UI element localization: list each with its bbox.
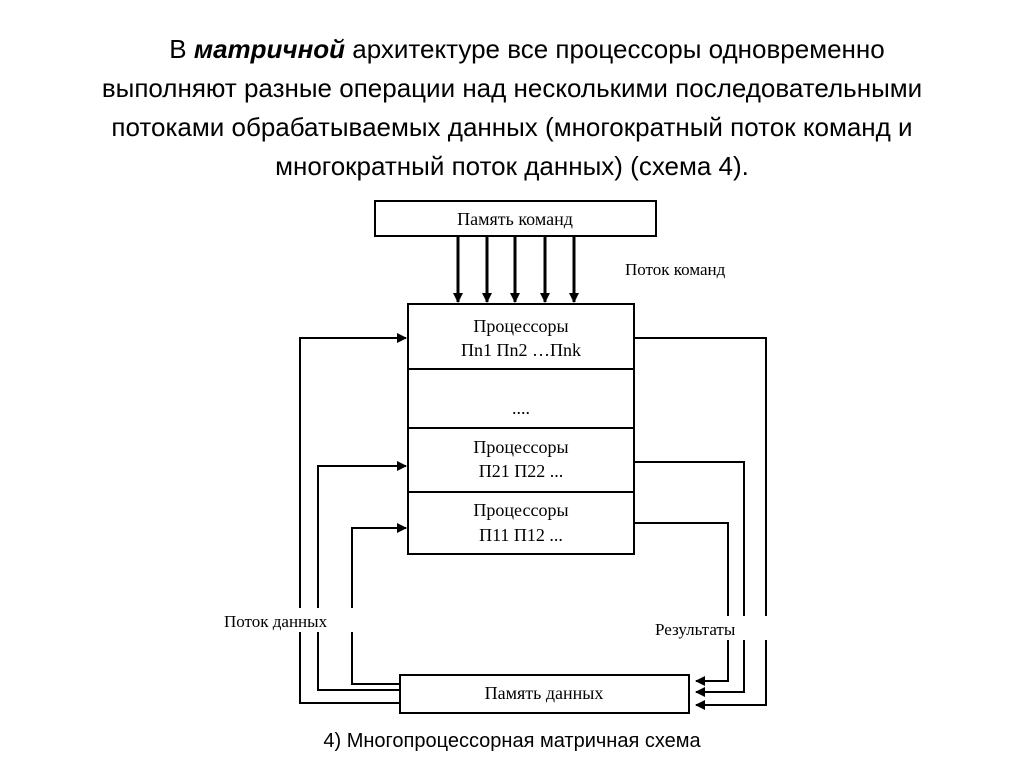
instruction-stream-label: Поток команд xyxy=(625,260,726,279)
processors-top-title: Процессоры xyxy=(473,316,568,336)
intro-text: В матричной архитектуре все процессоры о… xyxy=(0,30,1024,186)
processors-bot-items: П11 П12 ... xyxy=(479,525,563,545)
processors-ellipsis: .... xyxy=(512,398,530,418)
data-stream-lines xyxy=(299,333,407,704)
results-lines xyxy=(634,337,767,710)
data-memory-label: Память данных xyxy=(485,683,604,703)
results-label: Результаты xyxy=(655,620,736,639)
data-memory-box xyxy=(399,674,690,714)
intro-line-3: потоками обрабатываемых данных (многокра… xyxy=(111,112,913,142)
processors-bot-title: Процессоры xyxy=(473,500,568,520)
figure-caption: 4) Многопроцессорная матричная схема xyxy=(323,730,701,752)
processors-mid-items: П21 П22 ... xyxy=(479,461,564,481)
instruction-memory-label: Память команд xyxy=(457,209,573,229)
instruction-stream-arrows xyxy=(453,236,579,303)
intro-line-4: многократный поток данных) (схема 4). xyxy=(275,151,749,181)
instruction-memory-box xyxy=(374,200,657,237)
processors-mid-title: Процессоры xyxy=(473,437,568,457)
intro-line-2: выполняют разные операции над нескольким… xyxy=(101,73,923,103)
processors-top-items: Пn1 Пn2 …Пnk xyxy=(461,340,581,360)
intro-line-1: В матричной архитектуре все процессоры о… xyxy=(169,34,885,64)
emphasis-matrix: матричной xyxy=(193,34,346,64)
data-stream-label: Поток данных xyxy=(224,612,328,631)
